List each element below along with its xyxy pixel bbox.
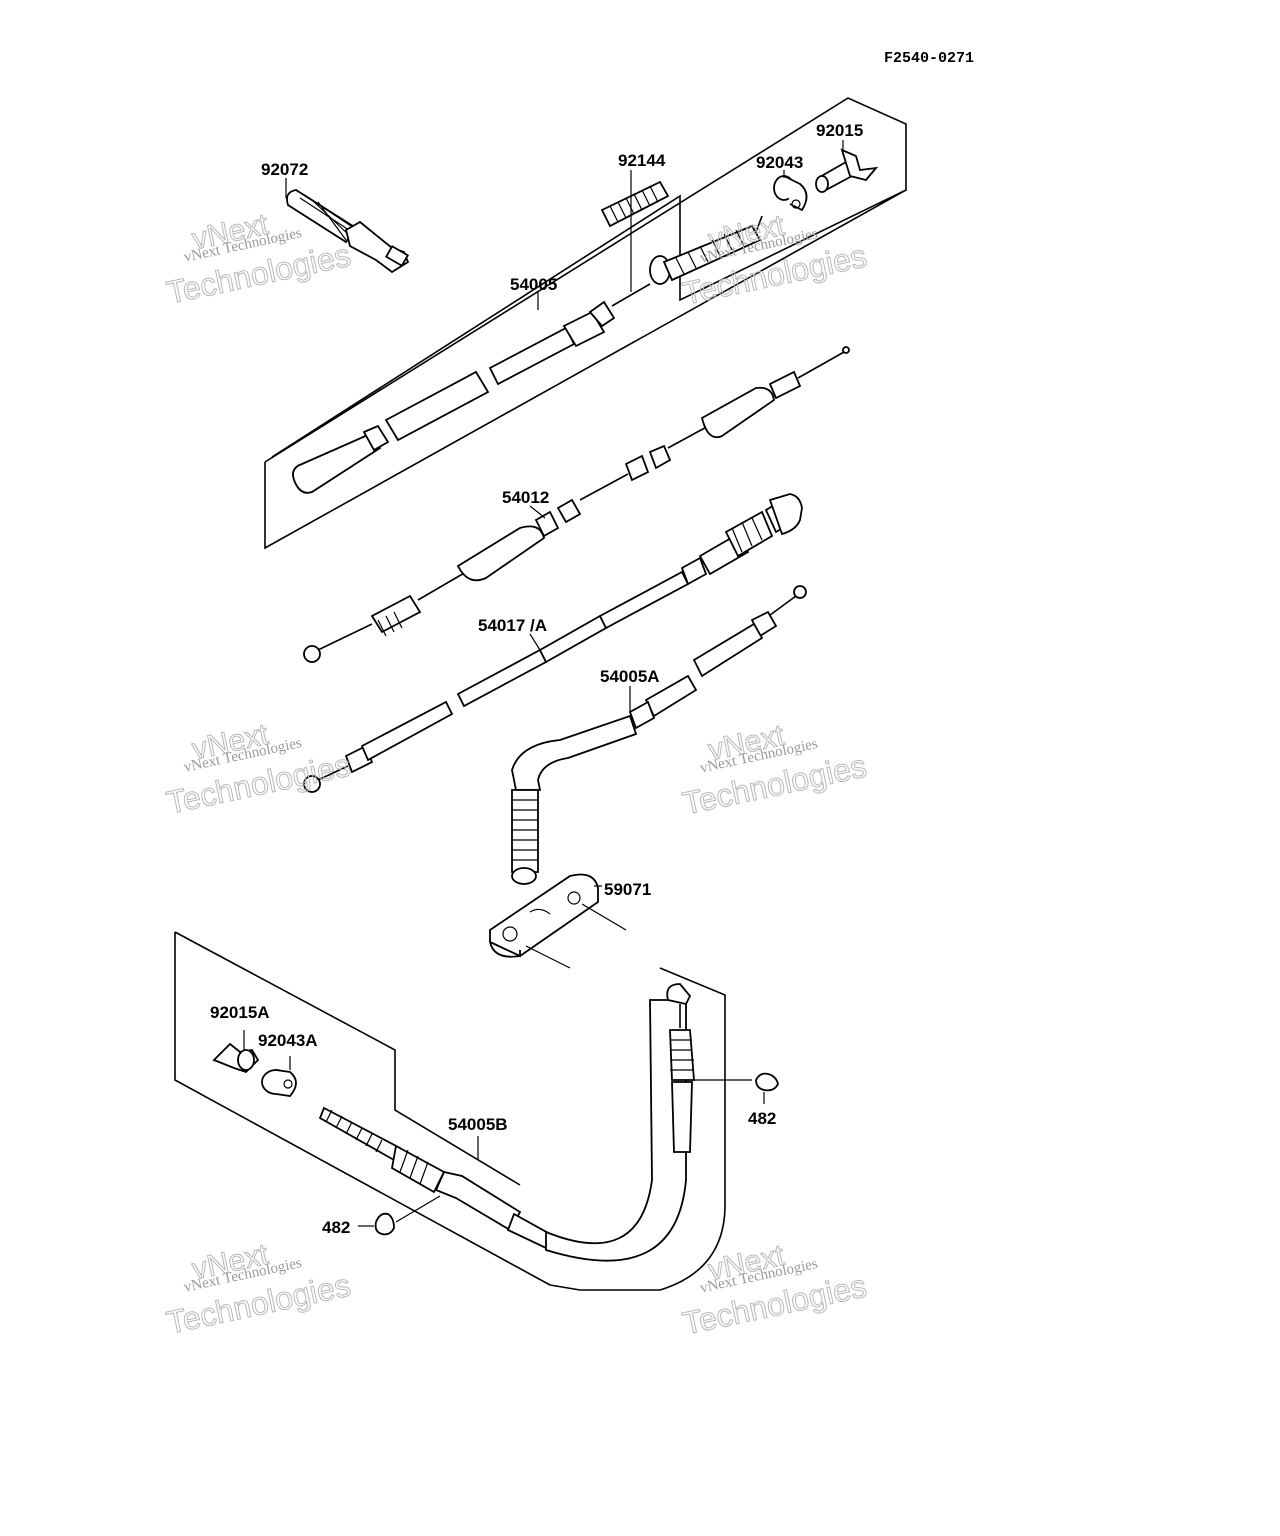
diagram-code: F2540-0271 xyxy=(884,50,974,67)
watermark-mid-left: vNext Technologies vNext Technologies xyxy=(163,717,354,821)
label-482-right[interactable]: 482 xyxy=(748,1109,776,1128)
leader-54012 xyxy=(529,505,546,519)
label-54012[interactable]: 54012 xyxy=(502,488,549,507)
watermark-bottom-right: vNext Technologies vNext Technologies xyxy=(679,1238,870,1342)
label-54017A[interactable]: 54017 /A xyxy=(478,616,547,635)
label-482-left[interactable]: 482 xyxy=(322,1218,350,1237)
label-54005A[interactable]: 54005A xyxy=(600,667,660,686)
clip-482-right[interactable] xyxy=(755,1072,779,1092)
spring-92144[interactable] xyxy=(600,180,670,228)
label-92043A[interactable]: 92043A xyxy=(258,1031,318,1050)
bracket-59071[interactable] xyxy=(489,873,599,958)
cable-54005A[interactable] xyxy=(511,585,807,885)
clip-482-left[interactable] xyxy=(374,1212,395,1236)
leader-59071-b xyxy=(581,903,627,931)
label-54005B[interactable]: 54005B xyxy=(448,1115,508,1134)
leader-54017A xyxy=(529,633,541,651)
label-59071[interactable]: 59071 xyxy=(604,880,651,899)
watermark-top-right: vNext Technologies vNext Technologies xyxy=(679,208,870,312)
label-92072[interactable]: 92072 xyxy=(261,160,308,179)
label-92015A[interactable]: 92015A xyxy=(210,1003,270,1022)
cable-54017A[interactable] xyxy=(303,493,803,793)
leader-59071-c xyxy=(525,945,571,969)
label-54005[interactable]: 54005 xyxy=(510,275,557,294)
watermark-bottom-left: vNext Technologies vNext Technologies xyxy=(163,1237,354,1341)
cable-54012[interactable] xyxy=(303,346,850,663)
watermark-mid-right: vNext Technologies vNext Technologies xyxy=(679,718,870,822)
label-92144[interactable]: 92144 xyxy=(618,151,666,170)
label-92015[interactable]: 92015 xyxy=(816,121,863,140)
nut-92043[interactable] xyxy=(773,175,808,212)
label-92043[interactable]: 92043 xyxy=(756,153,803,172)
upper-panel-frame xyxy=(264,97,907,550)
wingbolt-92015[interactable] xyxy=(815,148,879,193)
cable-54005[interactable] xyxy=(292,215,763,494)
strap-92072[interactable] xyxy=(286,189,410,274)
wingbolt-92015A[interactable] xyxy=(212,1042,260,1074)
leader-482-left-b xyxy=(395,1195,441,1223)
nut-92043A[interactable] xyxy=(261,1069,297,1097)
lower-panel-frame xyxy=(174,931,726,1291)
